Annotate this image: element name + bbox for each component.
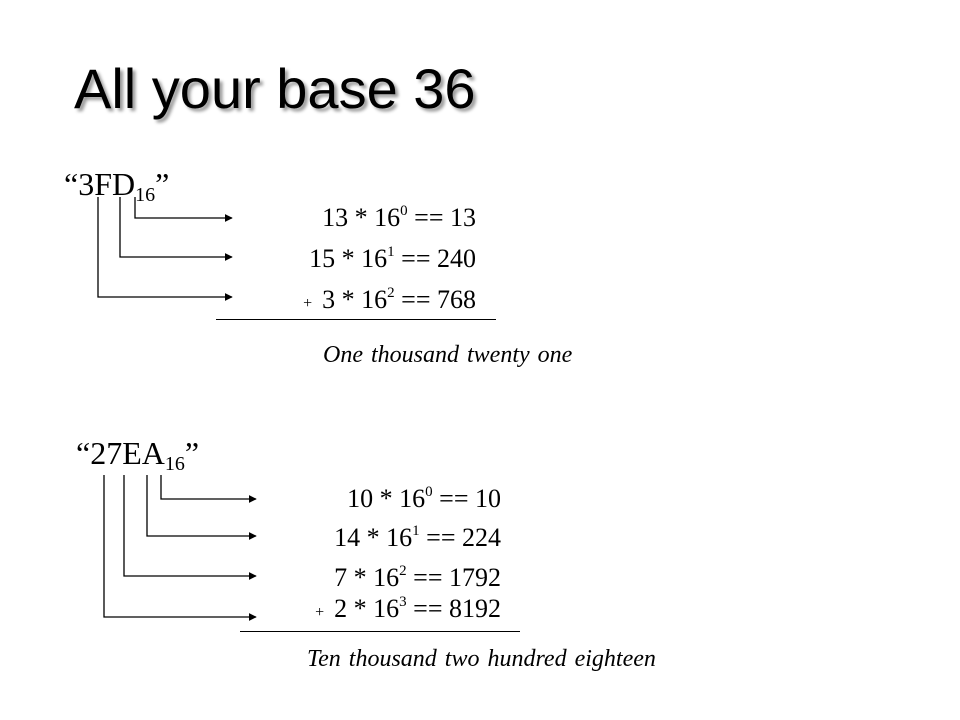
term-digit: 10 bbox=[347, 484, 374, 513]
term-base: * 16 bbox=[347, 563, 400, 592]
term-base: * 16 bbox=[348, 203, 401, 232]
term-exponent: 0 bbox=[425, 484, 433, 500]
term-row: +2 * 163 == 8192 bbox=[315, 594, 501, 628]
term-base: * 16 bbox=[335, 285, 388, 314]
bracket-arrow-digit-7 bbox=[123, 475, 257, 580]
numeral-digits: 27EA bbox=[90, 435, 165, 471]
bracket-arrow-digit-e bbox=[146, 475, 257, 540]
term-row: +3 * 162 == 768 bbox=[303, 285, 476, 319]
numeral-base: 16 bbox=[135, 184, 156, 206]
close-quote: ” bbox=[155, 166, 170, 202]
term-exponent: 2 bbox=[399, 563, 407, 579]
sum-line bbox=[216, 319, 496, 320]
term-digit: 2 bbox=[334, 594, 348, 623]
term-row: 15 * 161 == 240 bbox=[299, 244, 476, 278]
term-digit: 3 bbox=[322, 285, 336, 314]
bracket-arrow-digit-f bbox=[119, 197, 233, 261]
term-base: * 16 bbox=[373, 484, 426, 513]
plus-sign: + bbox=[315, 604, 325, 621]
term-exponent: 1 bbox=[412, 523, 420, 539]
slide-title: All your base 36 bbox=[74, 57, 476, 120]
term-digit: 15 bbox=[309, 244, 336, 273]
term-base: * 16 bbox=[360, 523, 413, 552]
close-quote: ” bbox=[184, 435, 200, 471]
total-in-words: One thousand twenty one bbox=[323, 342, 573, 368]
numeral-base: 16 bbox=[164, 453, 185, 475]
term-row: 13 * 160 == 13 bbox=[312, 203, 476, 237]
term-result: == 768 bbox=[394, 285, 476, 314]
term-result: == 240 bbox=[394, 244, 476, 273]
bracket-arrow-digit-3 bbox=[97, 197, 233, 301]
term-result: == 8192 bbox=[406, 594, 501, 623]
term-result: == 1792 bbox=[406, 563, 501, 592]
term-result: == 13 bbox=[407, 203, 476, 232]
numeral-3fd: “3FD16” bbox=[64, 164, 170, 206]
plus-sign: + bbox=[303, 295, 313, 312]
term-row: 10 * 160 == 10 bbox=[337, 484, 501, 518]
term-digit: 14 bbox=[334, 523, 361, 552]
term-exponent: 1 bbox=[387, 244, 395, 260]
open-quote: “ bbox=[76, 435, 91, 471]
sum-line bbox=[240, 631, 520, 632]
term-base: * 16 bbox=[347, 594, 400, 623]
term-exponent: 3 bbox=[399, 594, 407, 610]
total-in-words: Ten thousand two hundred eighteen bbox=[307, 646, 656, 672]
bracket-arrow-digit-2 bbox=[103, 475, 257, 621]
numeral-digits: 3FD bbox=[78, 166, 136, 202]
bracket-arrow-digit-a bbox=[160, 475, 257, 503]
term-row: 14 * 161 == 224 bbox=[324, 523, 501, 557]
term-exponent: 0 bbox=[400, 203, 408, 219]
term-result: == 224 bbox=[419, 523, 501, 552]
open-quote: “ bbox=[64, 166, 79, 202]
numeral-27ea: “27EA16” bbox=[76, 433, 200, 475]
term-digit: 13 bbox=[322, 203, 349, 232]
term-digit: 7 bbox=[334, 563, 348, 592]
bracket-arrow-digit-d bbox=[134, 197, 233, 222]
term-exponent: 2 bbox=[387, 285, 395, 301]
term-base: * 16 bbox=[335, 244, 388, 273]
term-result: == 10 bbox=[432, 484, 501, 513]
term-row: 7 * 162 == 1792 bbox=[324, 563, 501, 597]
